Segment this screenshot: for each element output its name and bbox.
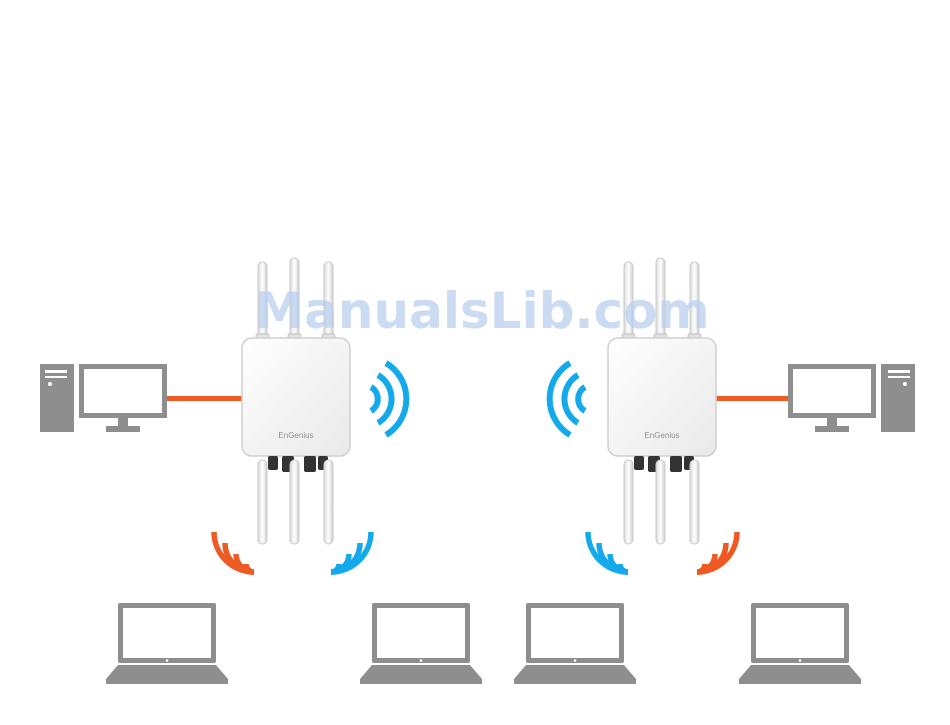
wireless-signal-icon [371, 363, 406, 435]
wireless-signal-icon [214, 532, 254, 572]
wireless-signal-icon [697, 532, 737, 572]
ap-brand-label: EnGenius [644, 431, 679, 440]
laptop-icon [106, 603, 228, 684]
watermark-text: ManualsLib.com [254, 282, 709, 340]
wireless-signal-icon [588, 532, 628, 572]
ap-brand-label: EnGenius [278, 431, 313, 440]
laptop-icon [360, 603, 482, 684]
desktop-computer-icon [788, 364, 915, 432]
laptop-icon [514, 603, 636, 684]
desktop-computer-icon [40, 364, 167, 432]
wired-link-left [166, 396, 246, 401]
wired-link-right [716, 396, 794, 401]
wireless-signal-icon [550, 363, 585, 435]
laptop-icon [739, 603, 861, 684]
wireless-signal-icon [331, 532, 371, 572]
